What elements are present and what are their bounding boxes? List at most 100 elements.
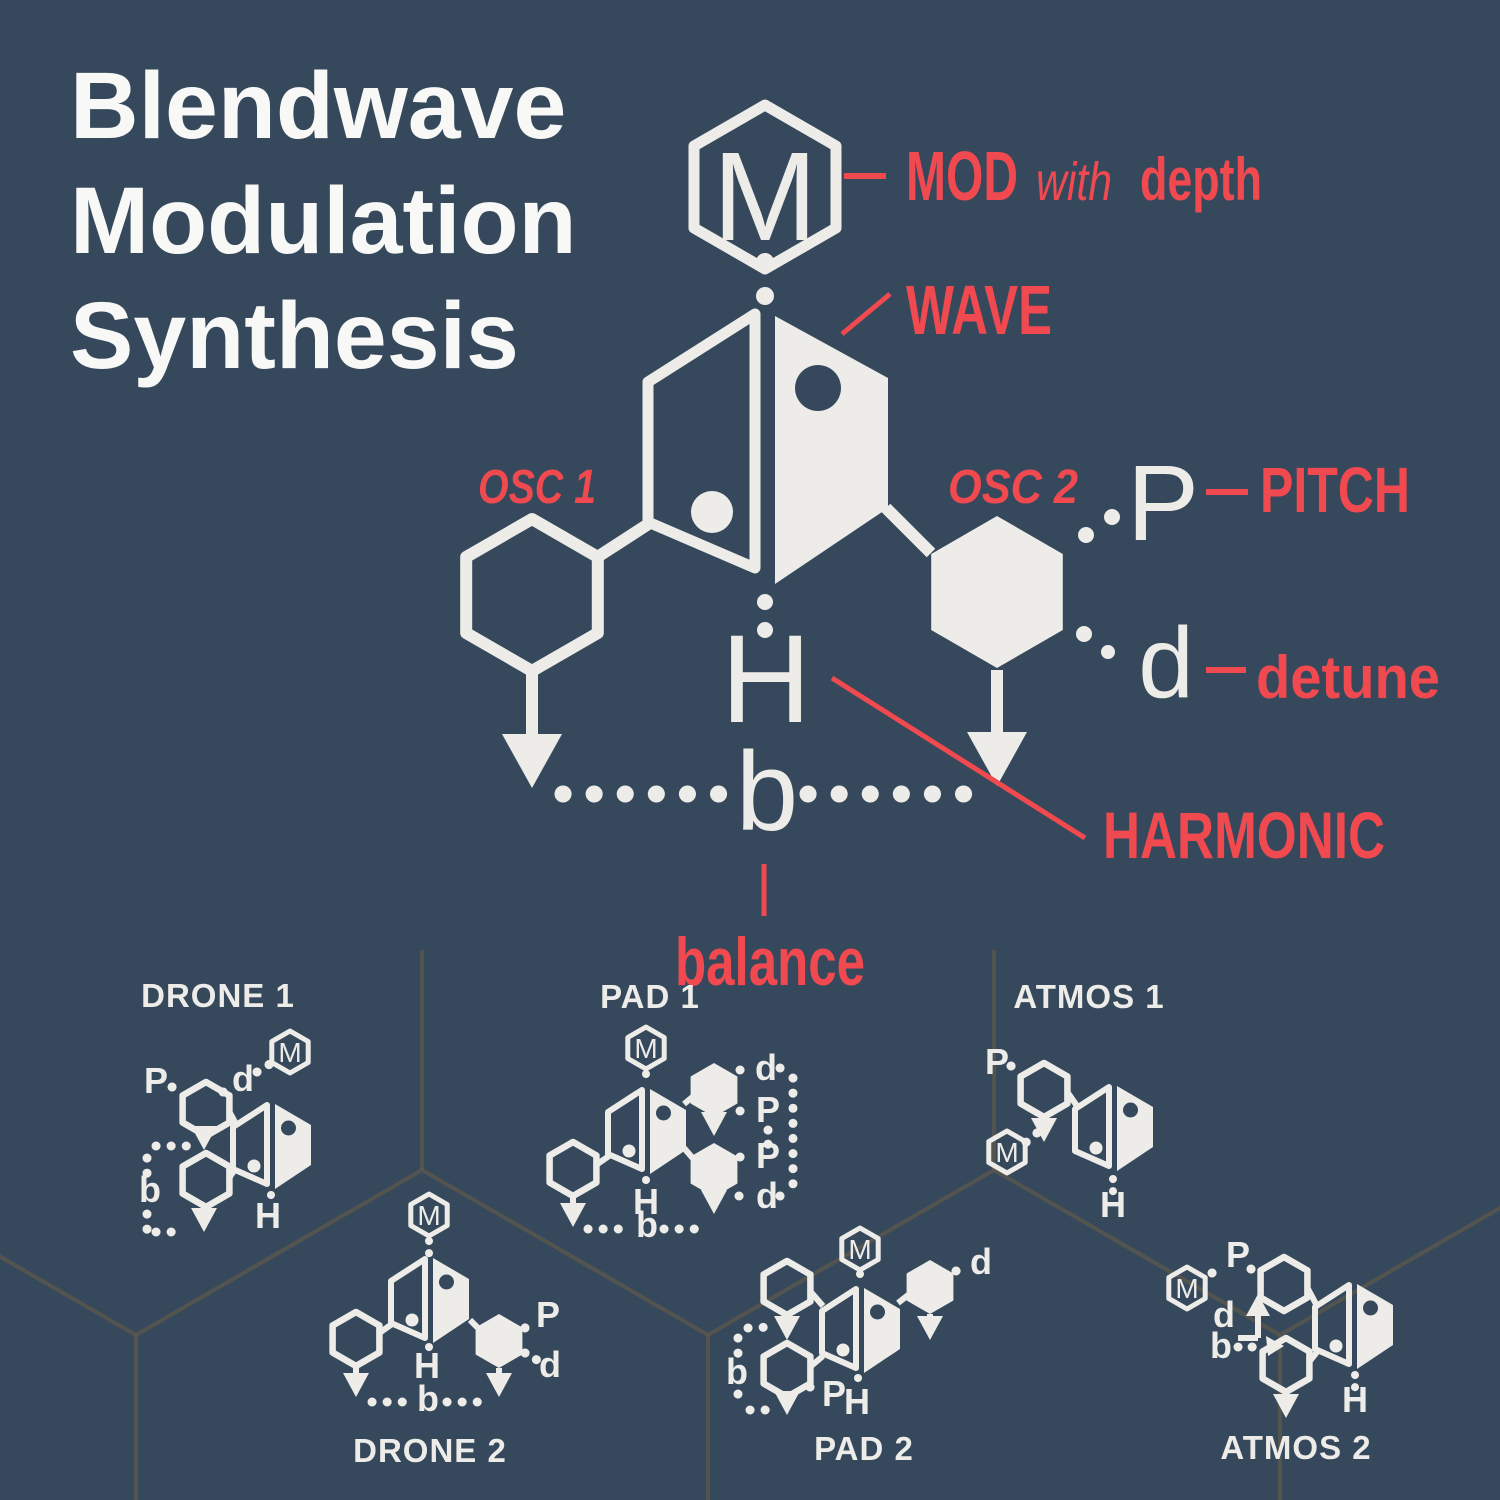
detune-letter: d [1213,1294,1235,1335]
preset-pad-2: M d b P H PAD 2 [726,1228,992,1467]
title-line-1: Blendwave [70,53,566,159]
osc1-section: OSC 1 [460,461,604,788]
harmonic-label: HARMONIC [1103,798,1385,872]
bond [594,1153,611,1168]
mod-link-dot [756,253,774,271]
detune-label: detune [1256,644,1440,711]
detune-knob-letter: d [1138,607,1194,719]
preset-title: DRONE 2 [353,1432,507,1469]
mod-letter: M [634,1033,657,1064]
mod-knob-letter: M [713,126,818,267]
pitch-section: P PITCH [1078,442,1410,563]
mod-letter: M [848,1234,871,1265]
pitch-link-dot [1104,509,1120,525]
harmonic-callout-line [830,675,1087,841]
balance-letter: b [726,1351,748,1392]
balance-letter: b [417,1378,439,1419]
hex-grid-pattern [0,950,1500,1500]
wave-label: WAVE [906,271,1052,349]
osc2-down-arrow-icon [967,732,1027,786]
dotted-link [1006,1061,1028,1078]
dotted-link [520,1348,542,1365]
down-arrow-icon [917,1316,943,1340]
pitch-link-dot [1078,527,1094,543]
wave-icon [608,1089,686,1174]
osc-hexagon-icon [183,1153,230,1207]
down-arrow-icon [560,1203,586,1227]
preset-title: PAD 2 [814,1430,914,1467]
harmonic-section: H HARMONIC [721,594,1385,872]
down-arrow-icon [701,1112,727,1136]
bond [681,1146,699,1164]
balance-letter: b [1210,1325,1232,1366]
right-arrow-icon [1266,1336,1284,1356]
mod-section: M MOD with depth [688,99,1262,305]
down-arrow-icon [343,1373,369,1397]
dotted-link [167,1082,189,1099]
down-arrow-icon [774,1391,800,1415]
bond [1306,1350,1320,1364]
osc-hexagon-icon [764,1343,811,1397]
osc1-wave-bond [595,517,654,562]
wave-icon [233,1104,311,1189]
osc-hexagon-filled-icon [475,1314,523,1368]
mod-label: MOD [906,137,1018,215]
down-arrow-icon [1273,1394,1299,1418]
dotted-link [520,1316,541,1333]
balance-letter: b [636,1204,658,1245]
pitch-letter: P [144,1060,168,1101]
preset-title: ATMOS 1 [1013,978,1164,1015]
dotted-link [951,1261,973,1276]
dotted-link [805,1382,826,1398]
harmonic-link-dot [757,594,773,610]
harmonic-link-dot [757,622,773,638]
detune-link-dot [1076,626,1092,642]
wave-icon [1075,1086,1153,1171]
preset-drone-1: DRONE 1 P d M b H [139,977,311,1237]
pitch-letter: P [822,1373,846,1414]
down-arrow-icon [774,1316,800,1340]
osc-hexagon-filled-icon [906,1260,954,1314]
osc1-down-arrow-icon [502,734,562,788]
balance-letter: b [139,1169,161,1210]
balance-knob-letter: b [736,729,798,854]
preset-drone-2: M P d H b DRONE 2 [333,1194,561,1469]
balance-dotted-path [142,1141,195,1237]
down-arrow-icon [191,1126,217,1150]
bond [376,1321,394,1337]
bond [467,1317,484,1334]
detune-letter: d [539,1344,561,1385]
osc-hexagon-icon [550,1142,597,1196]
harmonic-letter: H [1342,1379,1368,1420]
bond [226,1109,239,1126]
osc2-wave-bond [881,503,936,558]
harmonic-letter: H [633,1181,659,1222]
wave-icon [1315,1284,1393,1369]
title-line-2: Modulation [70,168,577,274]
mod-letter: M [995,1137,1018,1168]
bond [807,1289,826,1308]
harmonic-knob-letter: H [721,610,811,749]
detune-link-dot [1101,645,1115,659]
detune-elbow-arrow [1238,1294,1270,1341]
with-label: with [1036,152,1112,212]
bond [896,1289,914,1306]
osc2-hexagon-icon [931,516,1063,668]
harmonic-letter: H [414,1345,440,1386]
bond [1065,1091,1080,1108]
osc-hexagon-icon [1021,1063,1068,1117]
preset-title: PAD 1 [600,978,700,1015]
detune-letter: d [970,1241,992,1282]
bond [682,1091,698,1107]
bond [226,1166,239,1180]
osc-hexagon-icon [1261,1257,1308,1311]
depth-label: depth [1140,146,1262,213]
mod-letter: M [417,1200,440,1231]
wave-left-dot [691,491,733,533]
dotted-link [1207,1261,1229,1278]
pitch-letter: P [756,1089,780,1130]
preset-title: ATMOS 2 [1220,1429,1371,1466]
detune-letter: d [756,1175,778,1216]
